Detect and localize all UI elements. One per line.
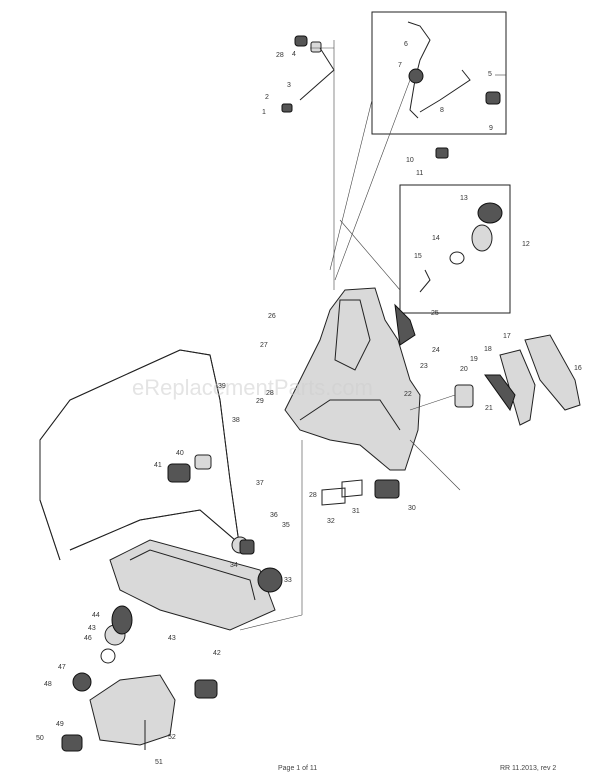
label-14: 14 [432,235,440,242]
label-3: 3 [287,82,291,89]
label-31: 31 [352,508,360,515]
label-18: 18 [484,346,492,353]
part-labels: 1 2 3 4 5 6 7 8 9 10 11 12 13 14 15 16 1… [36,41,582,766]
label-47: 47 [58,664,66,671]
label-7: 7 [398,62,402,69]
label-28: 28 [266,390,274,397]
label-15: 15 [414,253,422,260]
label-2: 2 [265,94,269,101]
label-33: 33 [284,577,292,584]
label-11: 11 [416,170,423,177]
label-30: 30 [408,505,416,512]
label-50: 50 [36,735,44,742]
label-24: 24 [432,347,440,354]
label-38: 38 [232,417,240,424]
part-lower-assembly [61,605,218,752]
part-bottom-plate [109,536,283,631]
label-37: 37 [256,480,264,487]
inset-leader-line [339,219,401,291]
label-17: 17 [503,333,511,340]
inset-box-fuel-line [371,11,507,135]
watermark: eReplacementParts.com [132,375,373,400]
label-21: 21 [485,405,493,412]
label-32: 32 [327,518,335,525]
part-mount-rod-assembly [281,35,335,290]
label-44: 44 [92,612,100,619]
label-23: 23 [420,363,428,370]
part-fuel-line-assembly [334,21,501,281]
label-39: 39 [218,383,226,390]
label-5: 5 [488,71,492,78]
label-28-top: 28 [276,52,284,59]
label-26: 26 [268,313,276,320]
part-main-housing [284,287,421,471]
part-rear-handle [409,334,581,426]
label-22: 22 [404,391,412,398]
label-51: 51 [155,759,163,766]
label-46: 46 [84,635,92,642]
label-8: 8 [440,107,444,114]
label-40: 40 [176,450,184,457]
label-10: 10 [406,157,414,164]
label-29: 29 [256,398,264,405]
label-43: 43 [168,635,176,642]
label-4: 4 [292,51,296,58]
label-27: 27 [260,342,268,349]
label-19: 19 [470,356,478,363]
label-43b: 43 [88,625,96,632]
label-9: 9 [489,125,493,132]
label-35: 35 [282,522,290,529]
footer-page: Page 1 of 11 [278,765,317,772]
part-filter-sheets [321,479,400,506]
label-12: 12 [522,241,530,248]
label-6: 6 [404,41,408,48]
label-20: 20 [460,366,468,373]
label-41: 41 [154,462,162,469]
part-springs [167,454,255,555]
footer-ref: RR 11.2013, rev 2 [500,765,556,772]
label-48: 48 [44,681,52,688]
label-1: 1 [262,109,266,116]
part-front-handle [39,349,241,561]
label-16: 16 [574,365,582,372]
label-34: 34 [230,562,238,569]
inset-box-fuel-tank-cap [399,184,511,314]
label-25: 25 [431,310,439,317]
label-28-mid: 28 [309,492,317,499]
leader-lines [239,439,461,631]
label-52: 52 [168,734,176,741]
label-36: 36 [270,512,278,519]
label-49: 49 [56,721,64,728]
label-13: 13 [460,195,468,202]
label-42: 42 [213,650,221,657]
inset-leader-line [329,99,373,271]
part-fuel-cap-assembly [419,202,503,293]
